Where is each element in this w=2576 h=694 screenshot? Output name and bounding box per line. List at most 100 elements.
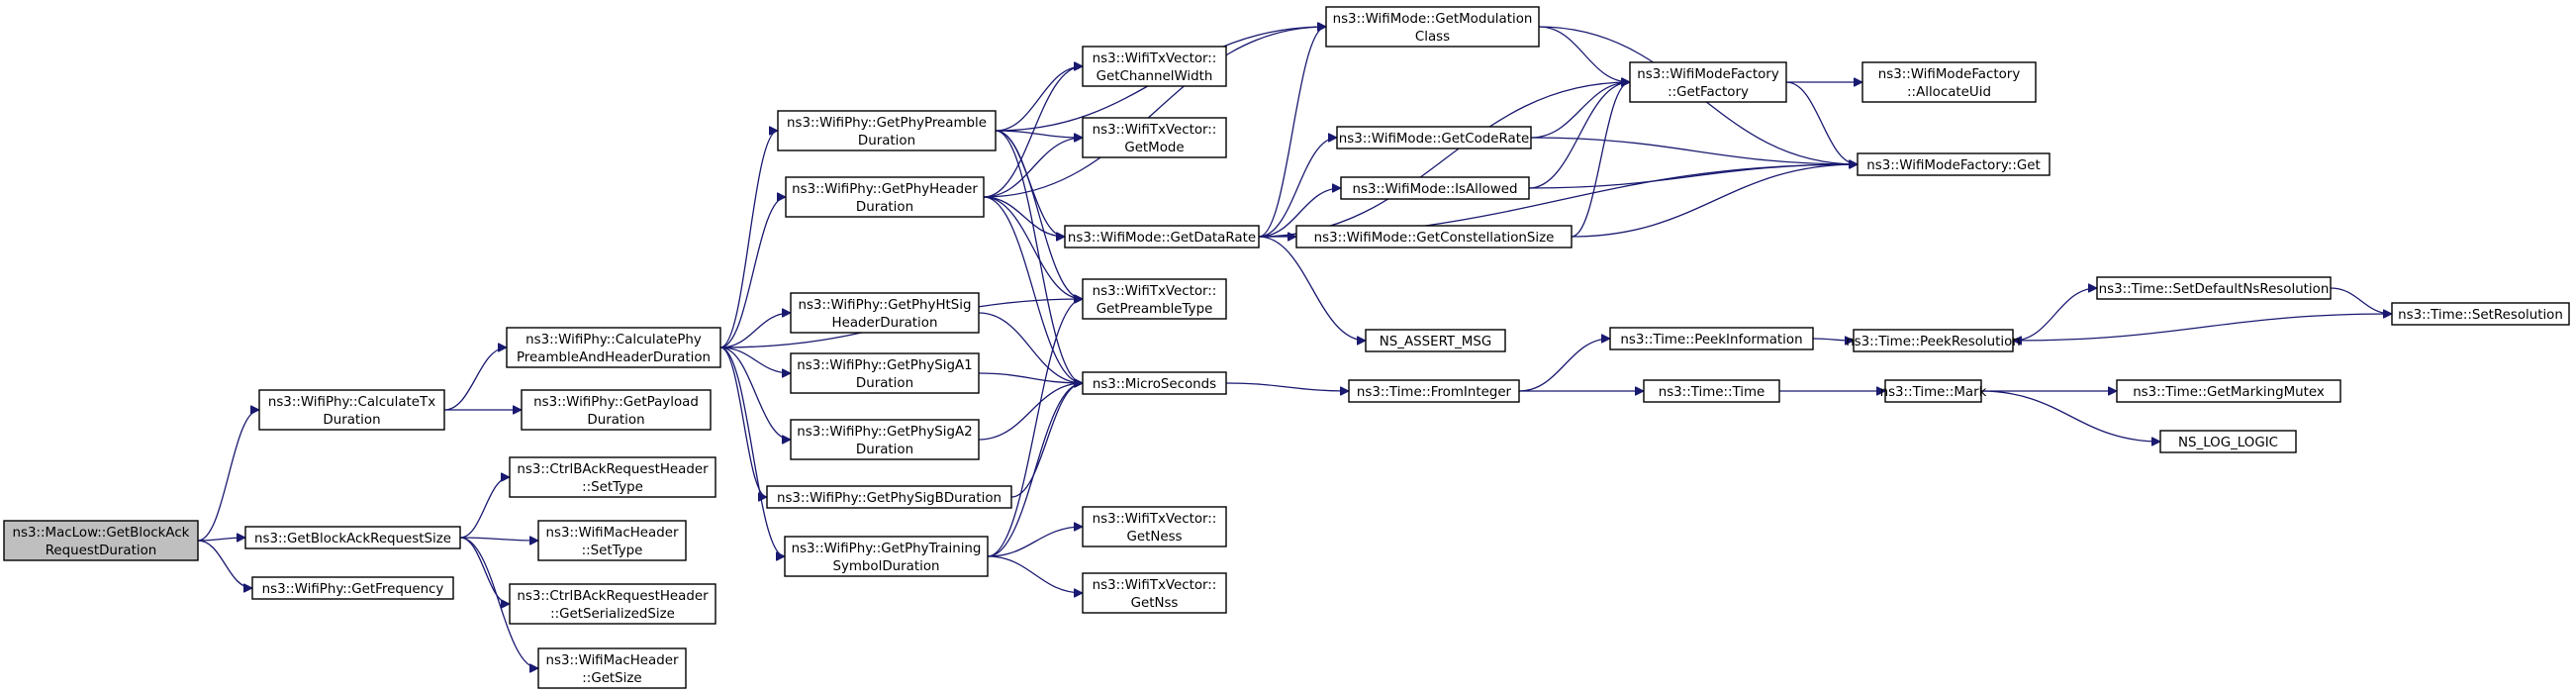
node-codeRate[interactable]: ns3::WifiMode::GetCodeRate	[1336, 126, 1532, 149]
node-mark[interactable]: ns3::Time::Mark	[1880, 379, 1987, 403]
edge-phyHdrDur-to-dataRate	[983, 196, 1065, 237]
edge-phyHdrDur-to-preType	[983, 196, 1083, 299]
node-chanWidth[interactable]: ns3::WifiTxVector::GetChannelWidth	[1082, 46, 1227, 87]
edge-training-to-nss	[987, 555, 1083, 593]
node-getFreq[interactable]: ns3::WifiPhy::GetFrequency	[251, 576, 454, 600]
node-timeTime[interactable]: ns3::Time::Time	[1643, 379, 1780, 403]
node-isAllowed[interactable]: ns3::WifiMode::IsAllowed	[1340, 176, 1530, 200]
node-label-line: ns3::WifiPhy::GetPayload	[533, 395, 699, 410]
node-label-line: ns3::WifiMode::IsAllowed	[1352, 182, 1517, 197]
node-label-line: ns3::WifiMacHeader	[546, 653, 679, 668]
call-nodes: ns3::MacLow::GetBlockAckRequestDurationn…	[3, 6, 2570, 689]
edge-phyHdrDur-to-micro	[983, 196, 1084, 383]
edge-isAllowed-to-factGet	[1528, 164, 1858, 189]
node-label-line: ns3::CtrlBAckRequestHeader	[517, 462, 709, 477]
node-label-line: ns3::WifiMode::GetCodeRate	[1339, 132, 1529, 147]
node-box	[1861, 61, 2037, 103]
node-box	[506, 327, 721, 368]
node-label-line: ns3::WifiModeFactory::Get	[1866, 158, 2040, 173]
node-box	[1348, 379, 1520, 403]
node-label-line: GetMode	[1124, 141, 1184, 155]
node-markMutex[interactable]: ns3::Time::GetMarkingMutex	[2116, 379, 2341, 403]
node-allocUid[interactable]: ns3::WifiModeFactory::AllocateUid	[1861, 61, 2037, 103]
node-label-line: PreambleAndHeaderDuration	[517, 350, 711, 365]
node-box	[1853, 329, 2014, 352]
edge-getBarSize-to-ctrlSer	[459, 537, 511, 604]
node-label-line: ::GetSerializedSize	[550, 607, 675, 622]
edge-phyPreDur-to-txMode	[995, 130, 1083, 138]
node-box	[1340, 176, 1530, 200]
edge-fromInt-to-peekInfo	[1518, 339, 1610, 392]
node-label-line: ns3::WifiPhy::GetPhyHeader	[792, 182, 978, 197]
node-label-line: ns3::WifiPhy::GetPhySigA1	[797, 358, 972, 373]
node-label-line: ::SetType	[582, 480, 643, 495]
node-label-line: ns3::WifiModeFactory	[1637, 67, 1779, 82]
node-peekRes[interactable]: ns3::Time::PeekResolution	[1846, 329, 2021, 352]
edge-calcPre-to-training	[719, 347, 786, 556]
node-label-line: ns3::WifiTxVector::	[1093, 284, 1217, 299]
edge-phyPreDur-to-chanWidth	[995, 66, 1083, 132]
node-label-line: ns3::WifiTxVector::	[1093, 123, 1217, 138]
node-nss[interactable]: ns3::WifiTxVector::GetNss	[1082, 572, 1227, 614]
node-txMode[interactable]: ns3::WifiTxVector::GetMode	[1082, 117, 1227, 158]
node-micro[interactable]: ns3::MicroSeconds	[1082, 371, 1227, 395]
node-label-line: Duration	[858, 134, 915, 149]
node-box	[1082, 117, 1227, 158]
node-label-line: GetNess	[1126, 530, 1182, 545]
node-assert[interactable]: NS_ASSERT_MSG	[1365, 329, 1506, 352]
edge-htSig-to-micro	[978, 312, 1083, 383]
node-label-line: ::SetType	[582, 544, 643, 558]
edge-sigA1-to-micro	[978, 372, 1083, 383]
node-box	[784, 536, 989, 577]
edge-peekRes-to-setDefRes	[2012, 288, 2097, 342]
edge-training-to-preType	[987, 299, 1084, 557]
node-label-line: Duration	[856, 200, 913, 215]
node-peekInfo[interactable]: ns3::Time::PeekInformation	[1609, 327, 1814, 350]
node-box	[258, 389, 445, 431]
node-fromInt[interactable]: ns3::Time::FromInteger	[1348, 379, 1520, 403]
node-ness[interactable]: ns3::WifiTxVector::GetNess	[1082, 506, 1227, 547]
node-label-line: ns3::Time::GetMarkingMutex	[2133, 385, 2325, 400]
node-setDefRes[interactable]: ns3::Time::SetDefaultNsResolution	[2096, 276, 2332, 300]
edge-modClass-to-factory	[1538, 26, 1630, 82]
node-factory[interactable]: ns3::WifiModeFactory::GetFactory	[1629, 61, 1787, 103]
edge-training-to-micro	[987, 383, 1084, 557]
node-ctrlSer[interactable]: ns3::CtrlBAckRequestHeader::GetSerialize…	[509, 583, 716, 625]
edge-dataRate-to-codeRate	[1258, 138, 1338, 238]
node-label-line: ::AllocateUid	[1907, 85, 1991, 100]
node-box	[537, 647, 687, 689]
node-ctrlSetType[interactable]: ns3::CtrlBAckRequestHeader::SetType	[509, 456, 716, 498]
node-macSetType[interactable]: ns3::WifiMacHeader::SetType	[537, 520, 687, 561]
node-constSize[interactable]: ns3::WifiMode::GetConstellationSize	[1295, 225, 1573, 248]
node-label-line: ns3::WifiTxVector::	[1093, 578, 1217, 593]
node-box	[537, 520, 687, 561]
edge-setDefRes-to-setRes	[2330, 287, 2392, 314]
node-setRes[interactable]: ns3::Time::SetResolution	[2391, 302, 2570, 326]
node-getBarSize[interactable]: ns3::GetBlockAckRequestSize	[244, 526, 461, 549]
node-logLogic[interactable]: NS_LOG_LOGIC	[2159, 430, 2297, 453]
node-preType[interactable]: ns3::WifiTxVector::GetPreambleType	[1082, 278, 1227, 320]
edge-getBarSize-to-macGetSize	[459, 537, 539, 668]
node-sigB[interactable]: ns3::WifiPhy::GetPhySigBDuration	[766, 485, 1012, 509]
edge-constSize-to-factory	[1571, 82, 1631, 238]
node-factGet[interactable]: ns3::WifiModeFactory::Get	[1857, 152, 2051, 176]
node-calcPre[interactable]: ns3::WifiPhy::CalculatePhyPreambleAndHea…	[506, 327, 721, 368]
node-training[interactable]: ns3::WifiPhy::GetPhyTrainingSymbolDurati…	[784, 536, 989, 577]
edge-constSize-to-factGet	[1571, 164, 1858, 238]
node-label-line: GetNss	[1131, 596, 1179, 611]
edge-calcPre-to-phyHdrDur	[719, 197, 787, 348]
edge-calcPre-to-sigA1	[719, 347, 791, 373]
node-dataRate[interactable]: ns3::WifiMode::GetDataRate	[1064, 225, 1260, 248]
node-macGetSize[interactable]: ns3::WifiMacHeader::GetSize	[537, 647, 687, 689]
edge-root-to-getFreq	[197, 540, 253, 588]
node-box	[1325, 6, 1540, 48]
